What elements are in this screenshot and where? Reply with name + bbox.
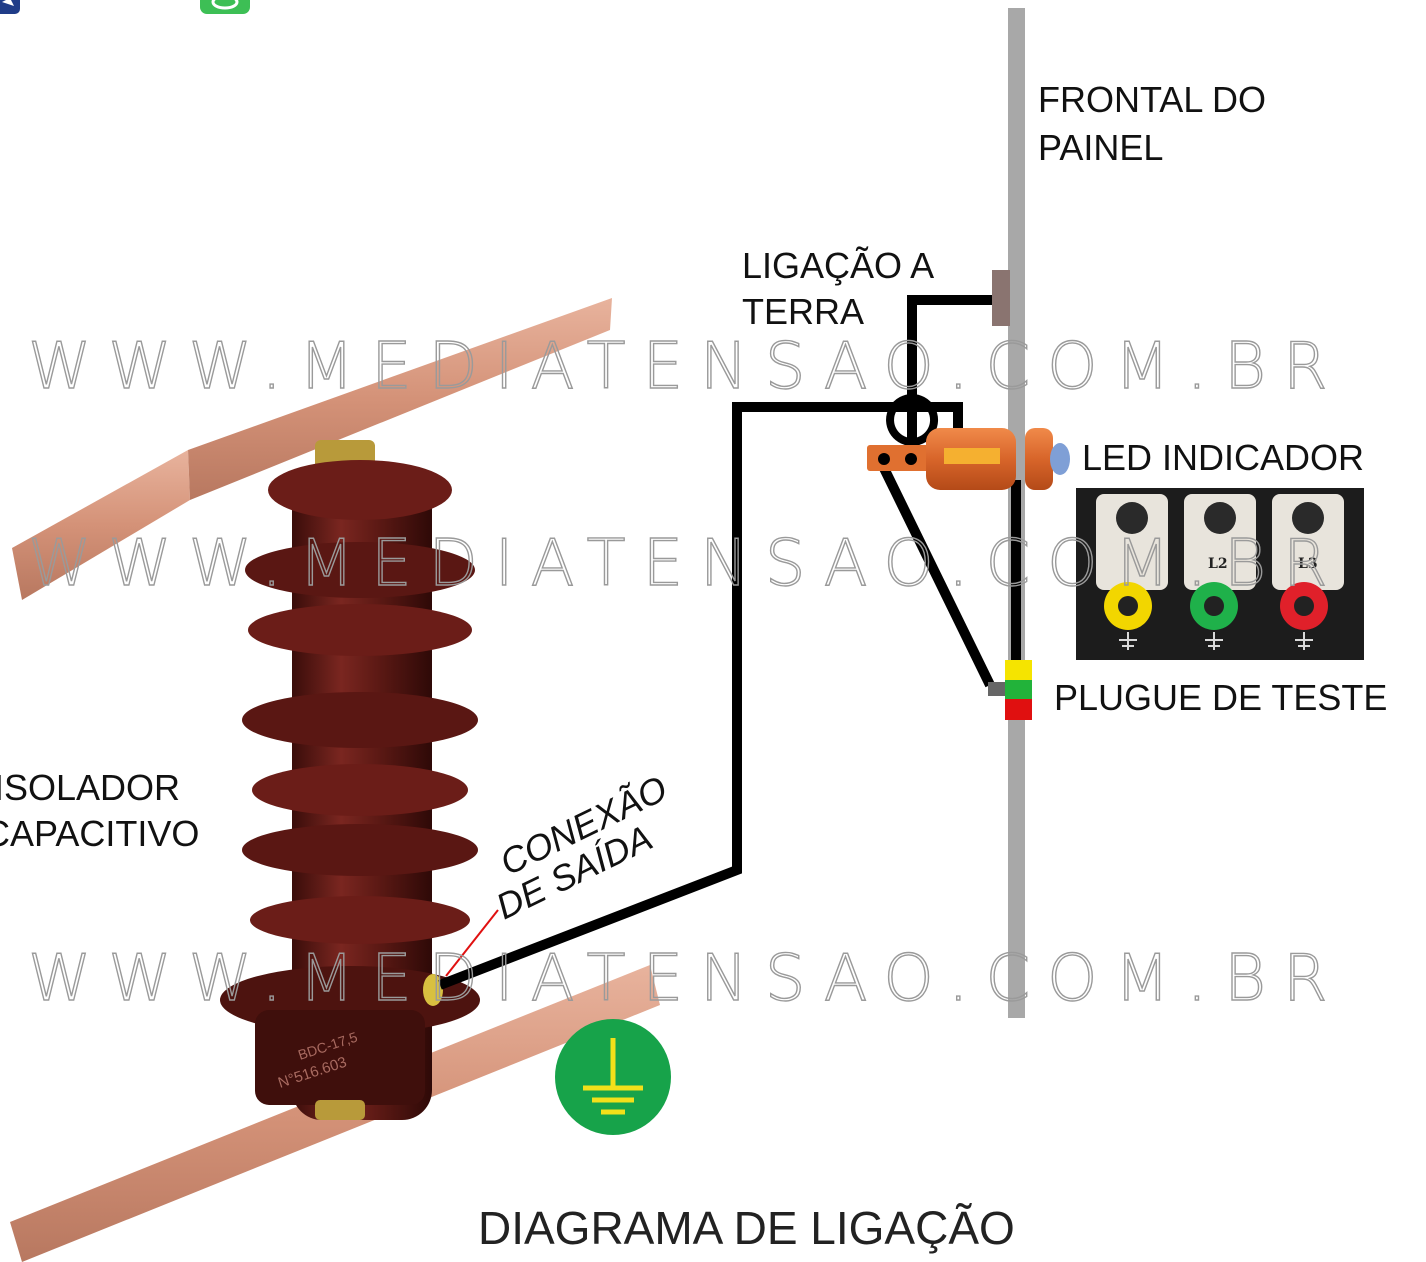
- label-isolador-1: ISOLADOR: [0, 767, 180, 808]
- ground-terminal: [992, 270, 1010, 326]
- label-led: LED INDICADOR: [1082, 437, 1364, 478]
- led-assembly: [867, 428, 1070, 490]
- watermark-2: WWW.MEDIATENSAO.COM.BR: [28, 527, 1344, 601]
- label-frontal-2: PAINEL: [1038, 127, 1163, 168]
- label-plugue: PLUGUE DE TESTE: [1054, 677, 1387, 718]
- test-jacks-photo: L2 L3: [1076, 488, 1364, 660]
- app-icon[interactable]: [0, 0, 20, 14]
- chat-icon[interactable]: [200, 0, 250, 14]
- jack-label-l3: L3: [1298, 556, 1318, 572]
- capacitive-insulator: BDC-17,5 N°516.603: [220, 440, 480, 1120]
- copper-bar-top-ext: [188, 298, 612, 500]
- label-isolador-2: CAPACITIVO: [0, 813, 199, 854]
- ground-icon: [555, 1019, 671, 1135]
- label-ligacao-2: TERRA: [742, 291, 864, 332]
- label-ligacao-1: LIGAÇÃO A: [742, 245, 934, 286]
- watermark-3: WWW.MEDIATENSAO.COM.BR: [28, 942, 1344, 1016]
- wiring: [438, 295, 1021, 990]
- test-plug: [988, 660, 1032, 720]
- copper-bar-top: [12, 450, 190, 600]
- diagram-title: DIAGRAMA DE LIGAÇÃO: [478, 1202, 1015, 1254]
- label-frontal-1: FRONTAL DO: [1038, 79, 1266, 120]
- callout-line: [445, 909, 499, 977]
- jack-label-l2: L2: [1208, 556, 1228, 572]
- watermark-1: WWW.MEDIATENSAO.COM.BR: [28, 330, 1344, 404]
